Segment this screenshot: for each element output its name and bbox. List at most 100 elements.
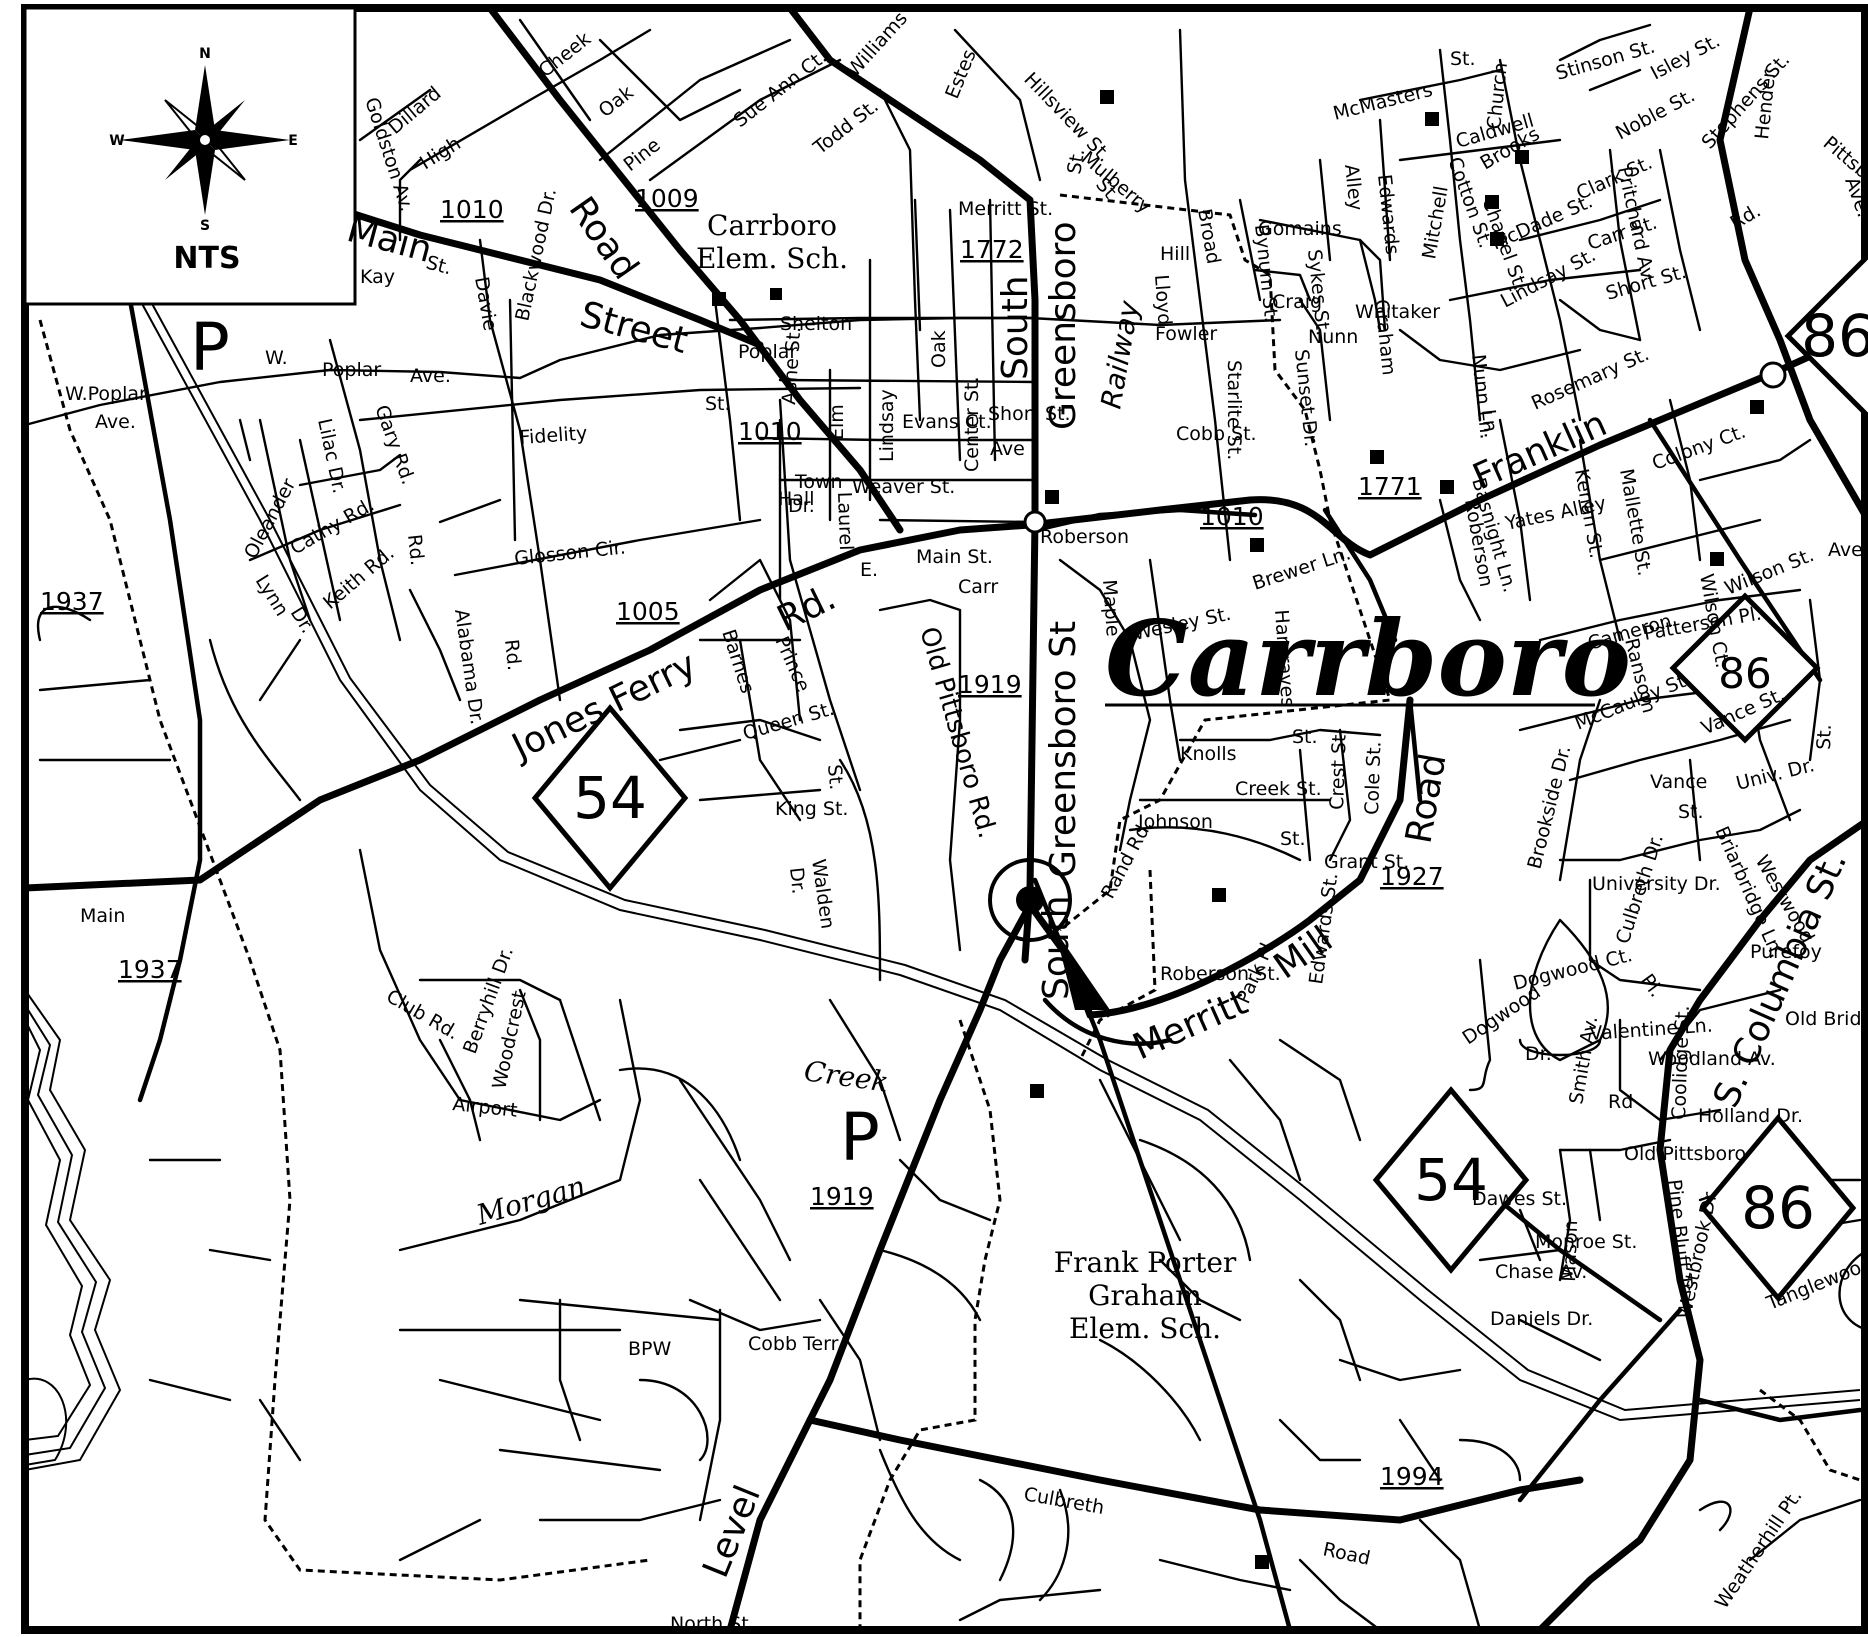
- svg-text:Blackwood Dr.: Blackwood Dr.: [511, 186, 561, 323]
- svg-text:Main: Main: [343, 209, 437, 271]
- shield-nc54-west: 54: [531, 704, 689, 892]
- svg-text:Isley St.: Isley St.: [1647, 30, 1724, 85]
- svg-text:1009: 1009: [635, 184, 699, 213]
- svg-text:Alley: Alley: [1340, 163, 1367, 212]
- school-label-fpg-line2: Graham: [1088, 1279, 1202, 1312]
- svg-text:Ave.: Ave.: [1828, 539, 1868, 561]
- scale-nts-label: NTS: [173, 241, 240, 276]
- svg-text:Main St.: Main St.: [916, 546, 993, 568]
- svg-text:Coolidge St.: Coolidge St.: [1668, 1005, 1694, 1120]
- shield-nc86-edge: 86: [1784, 252, 1868, 420]
- svg-text:Poplar: Poplar: [322, 359, 381, 381]
- svg-text:Elm: Elm: [826, 404, 848, 440]
- svg-text:St.: St.: [705, 393, 731, 415]
- svg-text:Dr.: Dr.: [785, 866, 810, 895]
- svg-text:St.: St.: [1678, 801, 1704, 823]
- svg-text:North St.: North St.: [670, 1613, 755, 1635]
- svg-text:Morgan: Morgan: [472, 1169, 589, 1232]
- svg-text:Smith Av.: Smith Av.: [1565, 1014, 1602, 1106]
- railway-line: [139, 299, 1861, 1422]
- svg-text:Williams: Williams: [842, 8, 912, 82]
- svg-text:Sykes St.: Sykes St.: [1303, 248, 1334, 337]
- building-symbols: [712, 90, 1764, 1569]
- compass-legend: N S E W NTS: [23, 6, 357, 306]
- svg-text:Lynn: Lynn: [251, 571, 293, 620]
- svg-text:Whitaker: Whitaker: [1355, 301, 1440, 323]
- svg-text:E.: E.: [860, 559, 878, 581]
- svg-text:Club Rd.: Club Rd.: [383, 985, 463, 1044]
- school-label-fpg-line1: Frank Porter: [1054, 1246, 1237, 1279]
- svg-text:1937: 1937: [40, 587, 104, 616]
- svg-text:Fowler: Fowler: [1155, 323, 1217, 345]
- major-street-labels: Jones Ferry Rd. Road Street Main St. W.P…: [65, 147, 1855, 1583]
- svg-text:St.: St.: [1063, 147, 1089, 176]
- compass-north-label: N: [199, 46, 211, 62]
- svg-text:Ave.: Ave.: [410, 365, 451, 387]
- secondary-route-numbers: 1010 1009 1772 1010 1010 1005 1919 1937 …: [40, 184, 1444, 1491]
- compass-west-label: W: [109, 133, 124, 149]
- svg-text:Starlite St.: Starlite St.: [1223, 360, 1245, 460]
- svg-text:Lilac Dr.: Lilac Dr.: [313, 416, 350, 495]
- svg-text:Alabama Dr.: Alabama Dr.: [450, 608, 488, 726]
- svg-text:Johnson: Johnson: [1137, 811, 1213, 833]
- svg-text:Hill: Hill: [1160, 243, 1190, 265]
- svg-text:Greensboro: Greensboro: [1043, 221, 1084, 430]
- major-roads: [21, 4, 1868, 1634]
- svg-text:King St.: King St.: [775, 798, 848, 820]
- svg-text:1927: 1927: [1380, 862, 1444, 891]
- svg-text:Stephens St.: Stephens St.: [1697, 49, 1794, 153]
- svg-text:Short St.: Short St.: [988, 403, 1071, 425]
- svg-text:W.: W.: [265, 347, 288, 369]
- svg-text:South: South: [1036, 895, 1077, 1000]
- compass-rose-icon: [120, 65, 290, 215]
- svg-text:Dogwood Ct.: Dogwood Ct.: [1511, 944, 1635, 995]
- svg-text:Ave.: Ave.: [95, 411, 136, 433]
- svg-text:Colony Ct.: Colony Ct.: [1649, 421, 1749, 475]
- school-label-carrboro-line1: Carrboro: [707, 209, 837, 242]
- parking-marker-north: P: [190, 309, 230, 386]
- intersection-markers: [988, 361, 1787, 1010]
- svg-text:Purefoy: Purefoy: [1750, 941, 1822, 963]
- svg-text:Old Bridge Ln.: Old Bridge Ln.: [1785, 1008, 1868, 1030]
- svg-text:Edwards: Edwards: [1373, 173, 1403, 256]
- svg-text:Cobb St.: Cobb St.: [1176, 423, 1257, 445]
- svg-text:Greensboro St: Greensboro St: [1043, 621, 1084, 878]
- svg-text:54: 54: [1414, 1146, 1488, 1214]
- svg-text:Mallette St.: Mallette St.: [1615, 467, 1656, 578]
- svg-text:Ave.: Ave.: [1840, 174, 1868, 220]
- svg-text:Rd.: Rd.: [500, 638, 525, 671]
- svg-text:1010: 1010: [738, 417, 802, 446]
- svg-text:1005: 1005: [616, 597, 680, 626]
- svg-text:Dawes St.: Dawes St.: [1472, 1188, 1567, 1210]
- svg-text:Cathy Rd.: Cathy Rd.: [287, 494, 379, 560]
- svg-text:Center St.: Center St.: [961, 376, 983, 472]
- svg-text:Carr: Carr: [958, 576, 998, 598]
- shield-nc54-east: 54: [1372, 1086, 1530, 1274]
- svg-text:Airport: Airport: [451, 1093, 518, 1122]
- svg-text:86: 86: [1801, 302, 1868, 370]
- svg-text:Daniels Dr.: Daniels Dr.: [1490, 1308, 1593, 1330]
- svg-text:Kay: Kay: [360, 266, 395, 288]
- svg-text:Roberson St.: Roberson St.: [1160, 963, 1281, 985]
- svg-text:Ave: Ave: [990, 438, 1025, 460]
- svg-text:Mitchell: Mitchell: [1418, 184, 1452, 261]
- svg-text:Cobb Terr.: Cobb Terr.: [748, 1333, 843, 1355]
- town-hall-label-line2: Hall: [778, 488, 815, 510]
- svg-text:Oak: Oak: [928, 330, 950, 368]
- svg-text:Craig: Craig: [1272, 291, 1322, 313]
- svg-text:Culbreth: Culbreth: [1022, 1483, 1106, 1519]
- svg-text:Brewer Ln.: Brewer Ln.: [1250, 542, 1354, 594]
- svg-text:Evans Ct.: Evans Ct.: [902, 411, 992, 433]
- svg-text:St.: St.: [1450, 48, 1476, 70]
- svg-text:Stinson St.: Stinson St.: [1553, 36, 1657, 85]
- svg-text:Walden: Walden: [807, 858, 839, 931]
- svg-text:Todd St.: Todd St.: [809, 95, 883, 160]
- svg-text:Noble St.: Noble St.: [1612, 84, 1699, 144]
- svg-text:86: 86: [1741, 1174, 1815, 1242]
- town-name-label: Carrboro: [1105, 597, 1631, 720]
- svg-text:Road: Road: [1321, 1538, 1372, 1569]
- svg-text:Holland Dr.: Holland Dr.: [1698, 1105, 1803, 1127]
- svg-text:Brookside Dr.: Brookside Dr.: [1524, 743, 1576, 871]
- svg-text:1937: 1937: [118, 955, 182, 984]
